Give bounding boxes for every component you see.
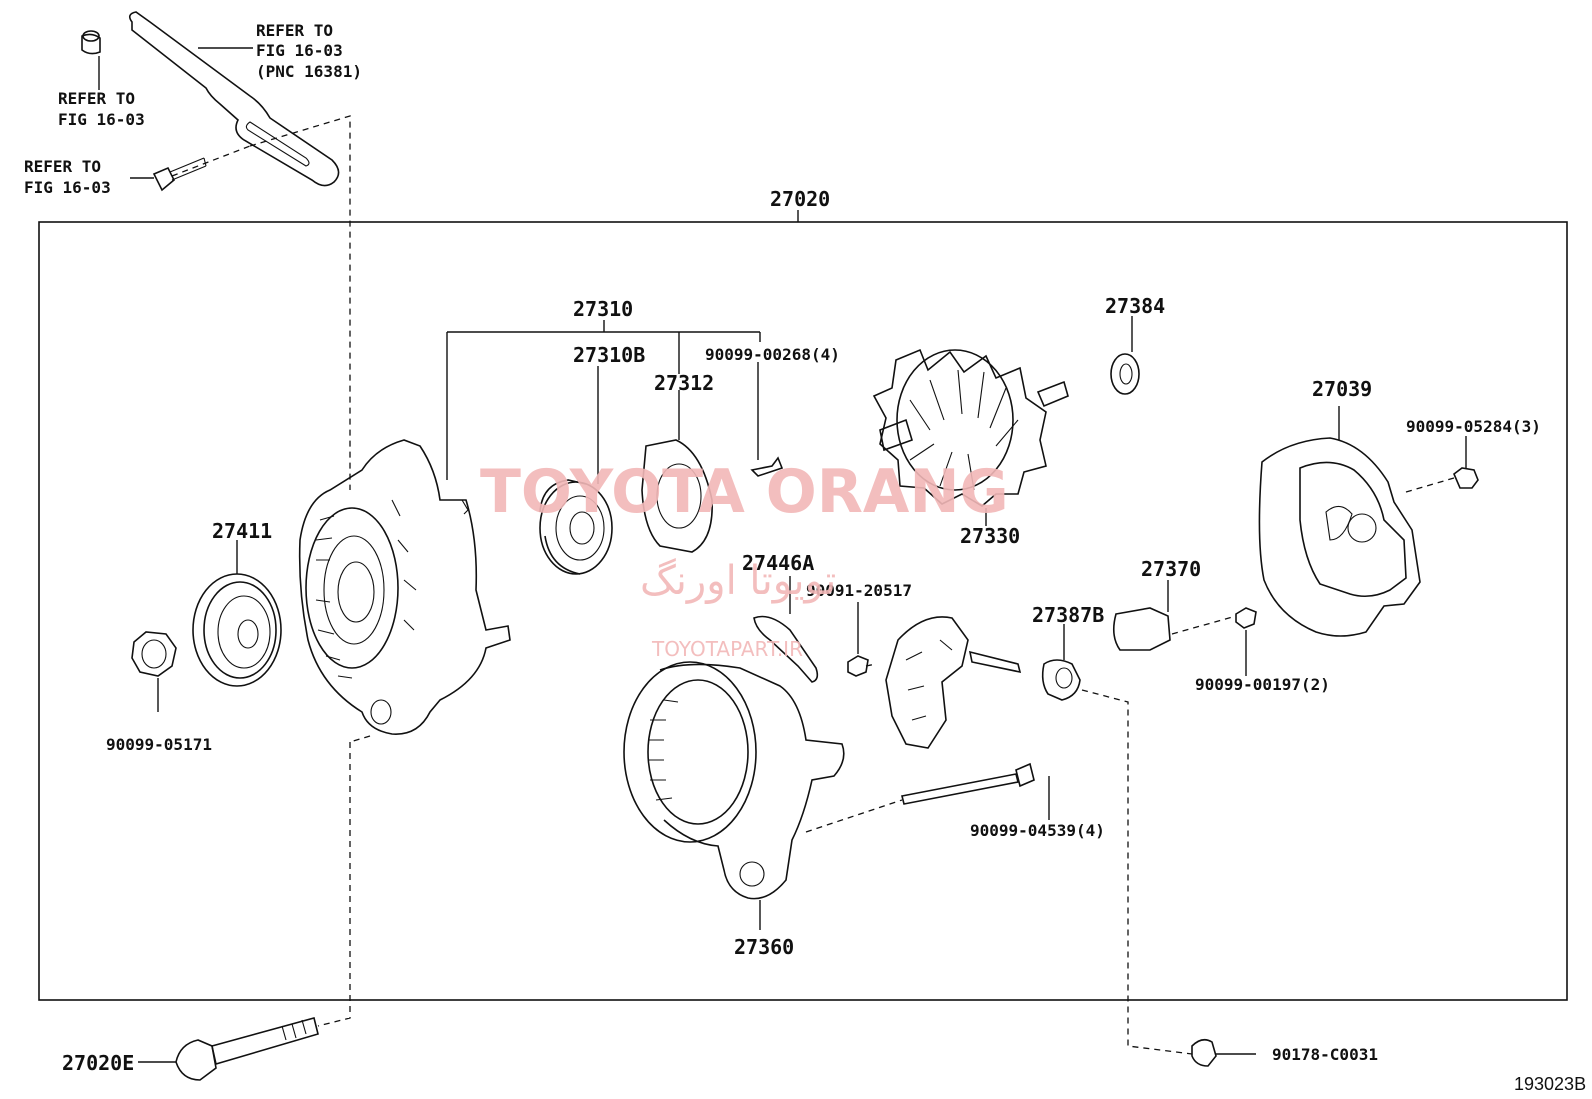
- insulator-27387B: [1041, 624, 1081, 701]
- label-27020E: 27020E: [62, 1051, 134, 1075]
- rotor-27330: [872, 348, 1069, 526]
- label-90099-05171: 90099-05171: [106, 735, 212, 754]
- screw-90099-00268: [750, 362, 784, 477]
- label-refer-nut-2: FIG 16-03: [58, 110, 145, 129]
- pulley-27411: [192, 540, 282, 687]
- rear-cover-27039: [1258, 406, 1421, 637]
- assembly-dash-lines: [171, 115, 1455, 1055]
- washer-27384: [1110, 316, 1140, 395]
- nut-90099-05171: [131, 631, 177, 712]
- label-27411: 27411: [212, 519, 272, 543]
- bearing-27310B: [539, 366, 613, 575]
- watermark-main: TOYOTA ORANG: [480, 457, 1009, 527]
- labels: REFER TO FIG 16-03 (PNC 16381) REFER TO …: [24, 21, 1586, 1094]
- watermark-url: TOYOTAPART.IR: [651, 637, 803, 661]
- label-27384: 27384: [1105, 294, 1165, 318]
- label-refer-bolt-1: REFER TO: [24, 157, 101, 176]
- label-90099-00268: 90099-00268(4): [705, 345, 840, 364]
- label-27039: 27039: [1312, 377, 1372, 401]
- watermark-farsi: تویوتا اورنگ: [640, 558, 836, 604]
- screw-90099-00197: [1235, 607, 1257, 676]
- nut-90099-05284: [1453, 436, 1479, 489]
- label-27370: 27370: [1141, 557, 1201, 581]
- screw-90091-20517: [847, 602, 869, 677]
- retainer-27312: [641, 390, 713, 553]
- label-90099-00197: 90099-00197(2): [1195, 675, 1330, 694]
- label-90091-20517: 90091-20517: [806, 581, 912, 600]
- assembly-27020-box: [38, 221, 1568, 1001]
- label-27330: 27330: [960, 524, 1020, 548]
- label-refer-bracket-2: FIG 16-03: [256, 41, 343, 60]
- label-27387B: 27387B: [1032, 603, 1104, 627]
- bolt-27020E: [138, 1017, 319, 1081]
- refer-bolt-part: [130, 157, 207, 192]
- label-refer-nut-1: REFER TO: [58, 89, 135, 108]
- watermark: TOYOTA ORANG تویوتا اورنگ TOYOTAPART.IR: [480, 457, 1009, 661]
- leader-27310-group: [446, 320, 761, 480]
- label-27310: 27310: [573, 297, 633, 321]
- bolt-90099-04539: [901, 762, 1050, 820]
- figure-reference: 193023B: [1514, 1074, 1586, 1094]
- label-27020: 27020: [770, 187, 830, 211]
- label-27312: 27312: [654, 371, 714, 395]
- label-90178-C0031: 90178-C0031: [1272, 1045, 1378, 1064]
- label-refer-bracket-3: (PNC 16381): [256, 62, 362, 81]
- label-27446A: 27446A: [742, 551, 814, 575]
- rectifier-end-frame-27360: [623, 661, 845, 930]
- label-90099-05284: 90099-05284(3): [1406, 417, 1541, 436]
- refer-nut-part: [81, 30, 101, 90]
- bracket-part: [128, 11, 340, 187]
- label-refer-bolt-2: FIG 16-03: [24, 178, 111, 197]
- plate-27446A: [753, 576, 819, 683]
- label-90099-04539: 90099-04539(4): [970, 821, 1105, 840]
- bolt-90178-C0031: [1191, 1038, 1256, 1067]
- label-27310B: 27310B: [573, 343, 645, 367]
- label-27360: 27360: [734, 935, 794, 959]
- label-refer-bracket-1: REFER TO: [256, 21, 333, 40]
- terminal-27370: [1112, 580, 1171, 651]
- brush-holder: [885, 616, 1022, 749]
- drive-end-frame: [298, 439, 511, 735]
